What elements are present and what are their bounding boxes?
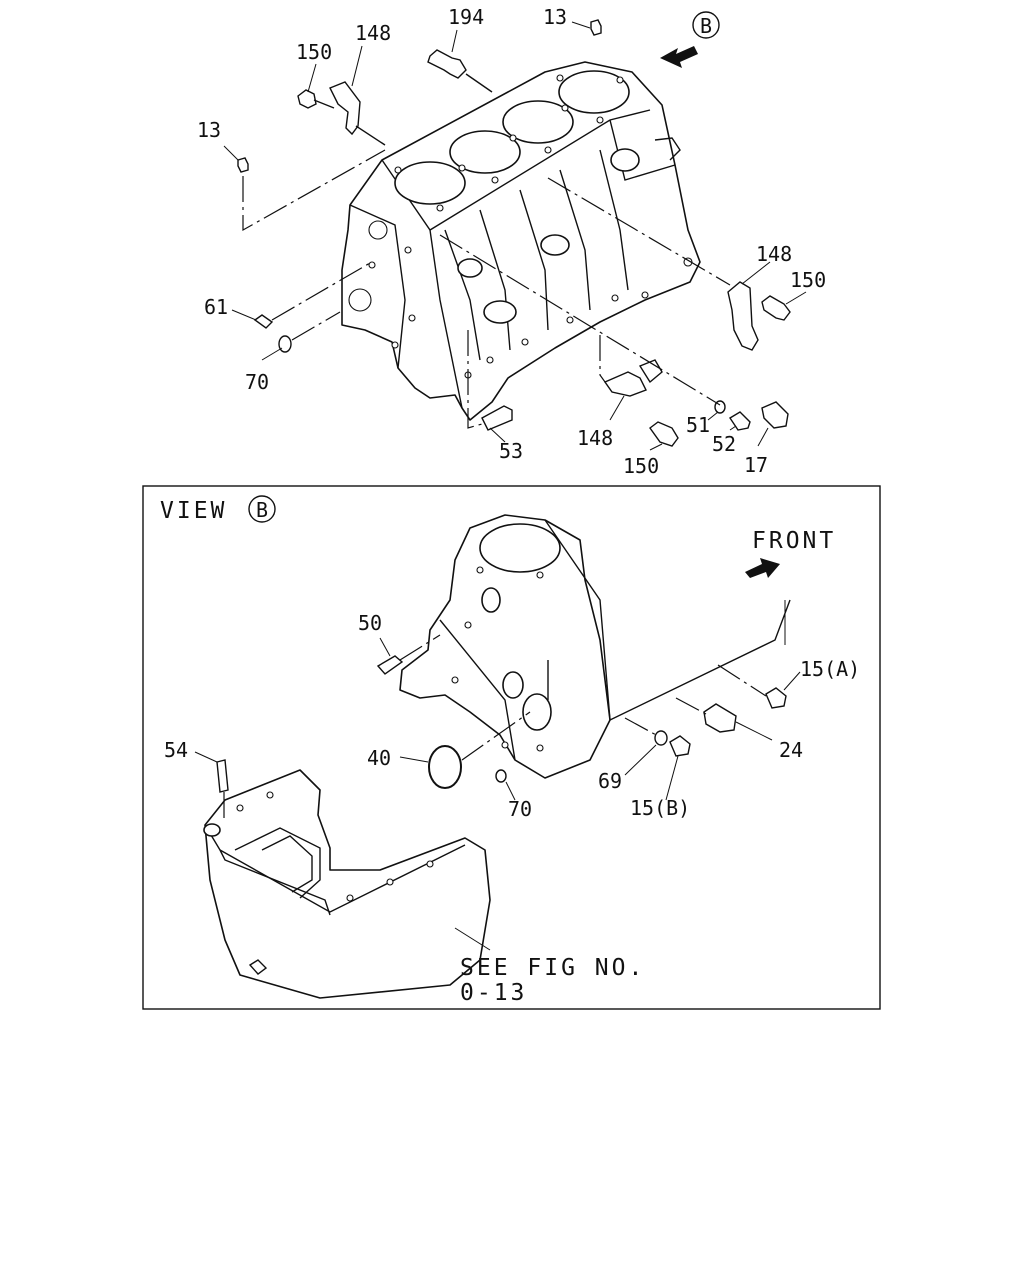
- callout-40: 40: [367, 746, 391, 770]
- cylinder-block-illustration: [341, 61, 701, 421]
- oil-pan: [203, 769, 491, 999]
- callout-70: 70: [245, 370, 269, 394]
- callout-148-bottom: 148: [577, 426, 613, 450]
- front-arrow-icon: [745, 558, 780, 578]
- stud-54: [216, 759, 229, 793]
- callout-52: 52: [712, 432, 736, 456]
- oring-40: [428, 745, 462, 789]
- plug-70-view-b: [495, 769, 507, 783]
- pin-61: [253, 314, 274, 329]
- view-b-title-marker: B: [248, 495, 276, 523]
- bolt-150-bottom: [649, 421, 679, 447]
- view-b-frame: [142, 485, 881, 1010]
- callout-51: 51: [686, 413, 710, 437]
- bolt-53: [481, 405, 513, 431]
- plug-13-top: [590, 19, 602, 36]
- svg-text:B: B: [256, 498, 268, 522]
- plug-15b: [669, 735, 691, 757]
- callout-69: 69: [598, 769, 622, 793]
- view-b-arrow-icon: [660, 46, 698, 68]
- callout-15a: 15(A): [800, 657, 860, 681]
- sensor-17: [761, 401, 789, 429]
- block-end-view: [399, 514, 791, 779]
- bolt-194: [427, 49, 493, 93]
- reference-line-2: 0-13: [460, 980, 527, 1006]
- callout-13-top: 13: [543, 5, 567, 29]
- callout-13-left: 13: [197, 118, 221, 142]
- svg-text:B: B: [700, 14, 712, 38]
- callout-61: 61: [204, 295, 228, 319]
- callout-50: 50: [358, 611, 382, 635]
- callout-70-view-b: 70: [508, 797, 532, 821]
- callout-148-right: 148: [756, 242, 792, 266]
- fitting-24: [703, 703, 737, 733]
- fitting-52: [729, 411, 751, 431]
- front-label: FRONT: [752, 528, 836, 554]
- callout-24: 24: [779, 738, 803, 762]
- callout-150-bottom: 150: [623, 454, 659, 478]
- washer-69: [654, 730, 668, 746]
- bracket-148-bottom: [603, 359, 663, 397]
- plug-15a: [765, 687, 787, 709]
- callout-150-right: 150: [790, 268, 826, 292]
- plug-70: [278, 335, 292, 353]
- pin-50: [376, 655, 404, 675]
- callout-15b: 15(B): [630, 796, 690, 820]
- callout-17: 17: [744, 453, 768, 477]
- bolt-150-right: [761, 295, 791, 321]
- reference-line-1: SEE FIG NO.: [460, 955, 645, 981]
- callout-150-top: 150: [296, 40, 332, 64]
- bracket-148-right: [727, 281, 759, 351]
- bolt-150-top: [297, 89, 335, 109]
- view-b-title: VIEW: [160, 498, 227, 524]
- view-b-marker: B: [692, 11, 720, 39]
- callout-54: 54: [164, 738, 188, 762]
- callout-148-top: 148: [355, 21, 391, 45]
- callout-53: 53: [499, 439, 523, 463]
- callout-194: 194: [448, 5, 484, 29]
- bracket-148-top: [329, 81, 386, 146]
- plug-13-left: [237, 157, 249, 173]
